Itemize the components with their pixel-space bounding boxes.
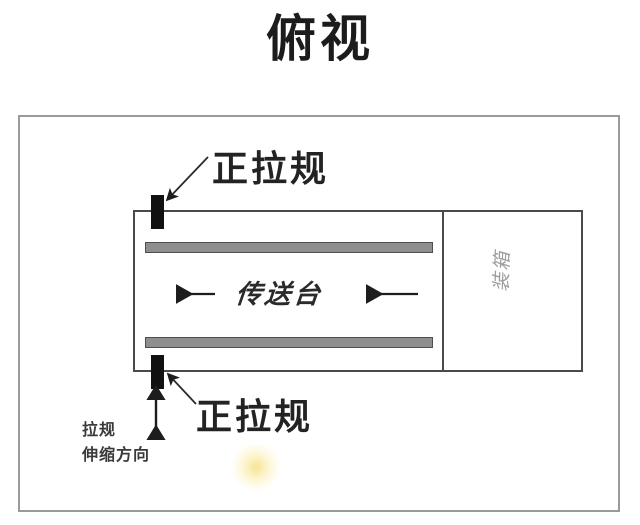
diagram-outer-frame [18, 115, 620, 512]
machine-outline [133, 210, 583, 372]
gauge-block-bottom [151, 355, 164, 389]
gauge-block-top [151, 195, 164, 229]
callout-label-bottom: 正拉规 [196, 397, 314, 438]
direction-note-line1: 拉规 [82, 420, 117, 439]
conveyor-label: 传送台 [234, 280, 325, 310]
compartment-divider [442, 210, 444, 372]
conveyor-rail-top [145, 242, 433, 253]
page-title: 俯视 [266, 10, 374, 68]
callout-label-top: 正拉规 [212, 149, 330, 190]
direction-note-line2: 伸缩方向 [82, 444, 151, 464]
compartment-label: 装箱 [490, 249, 514, 293]
conveyor-rail-bottom [145, 337, 433, 348]
direction-note: 拉规 伸缩方向 [82, 418, 150, 468]
